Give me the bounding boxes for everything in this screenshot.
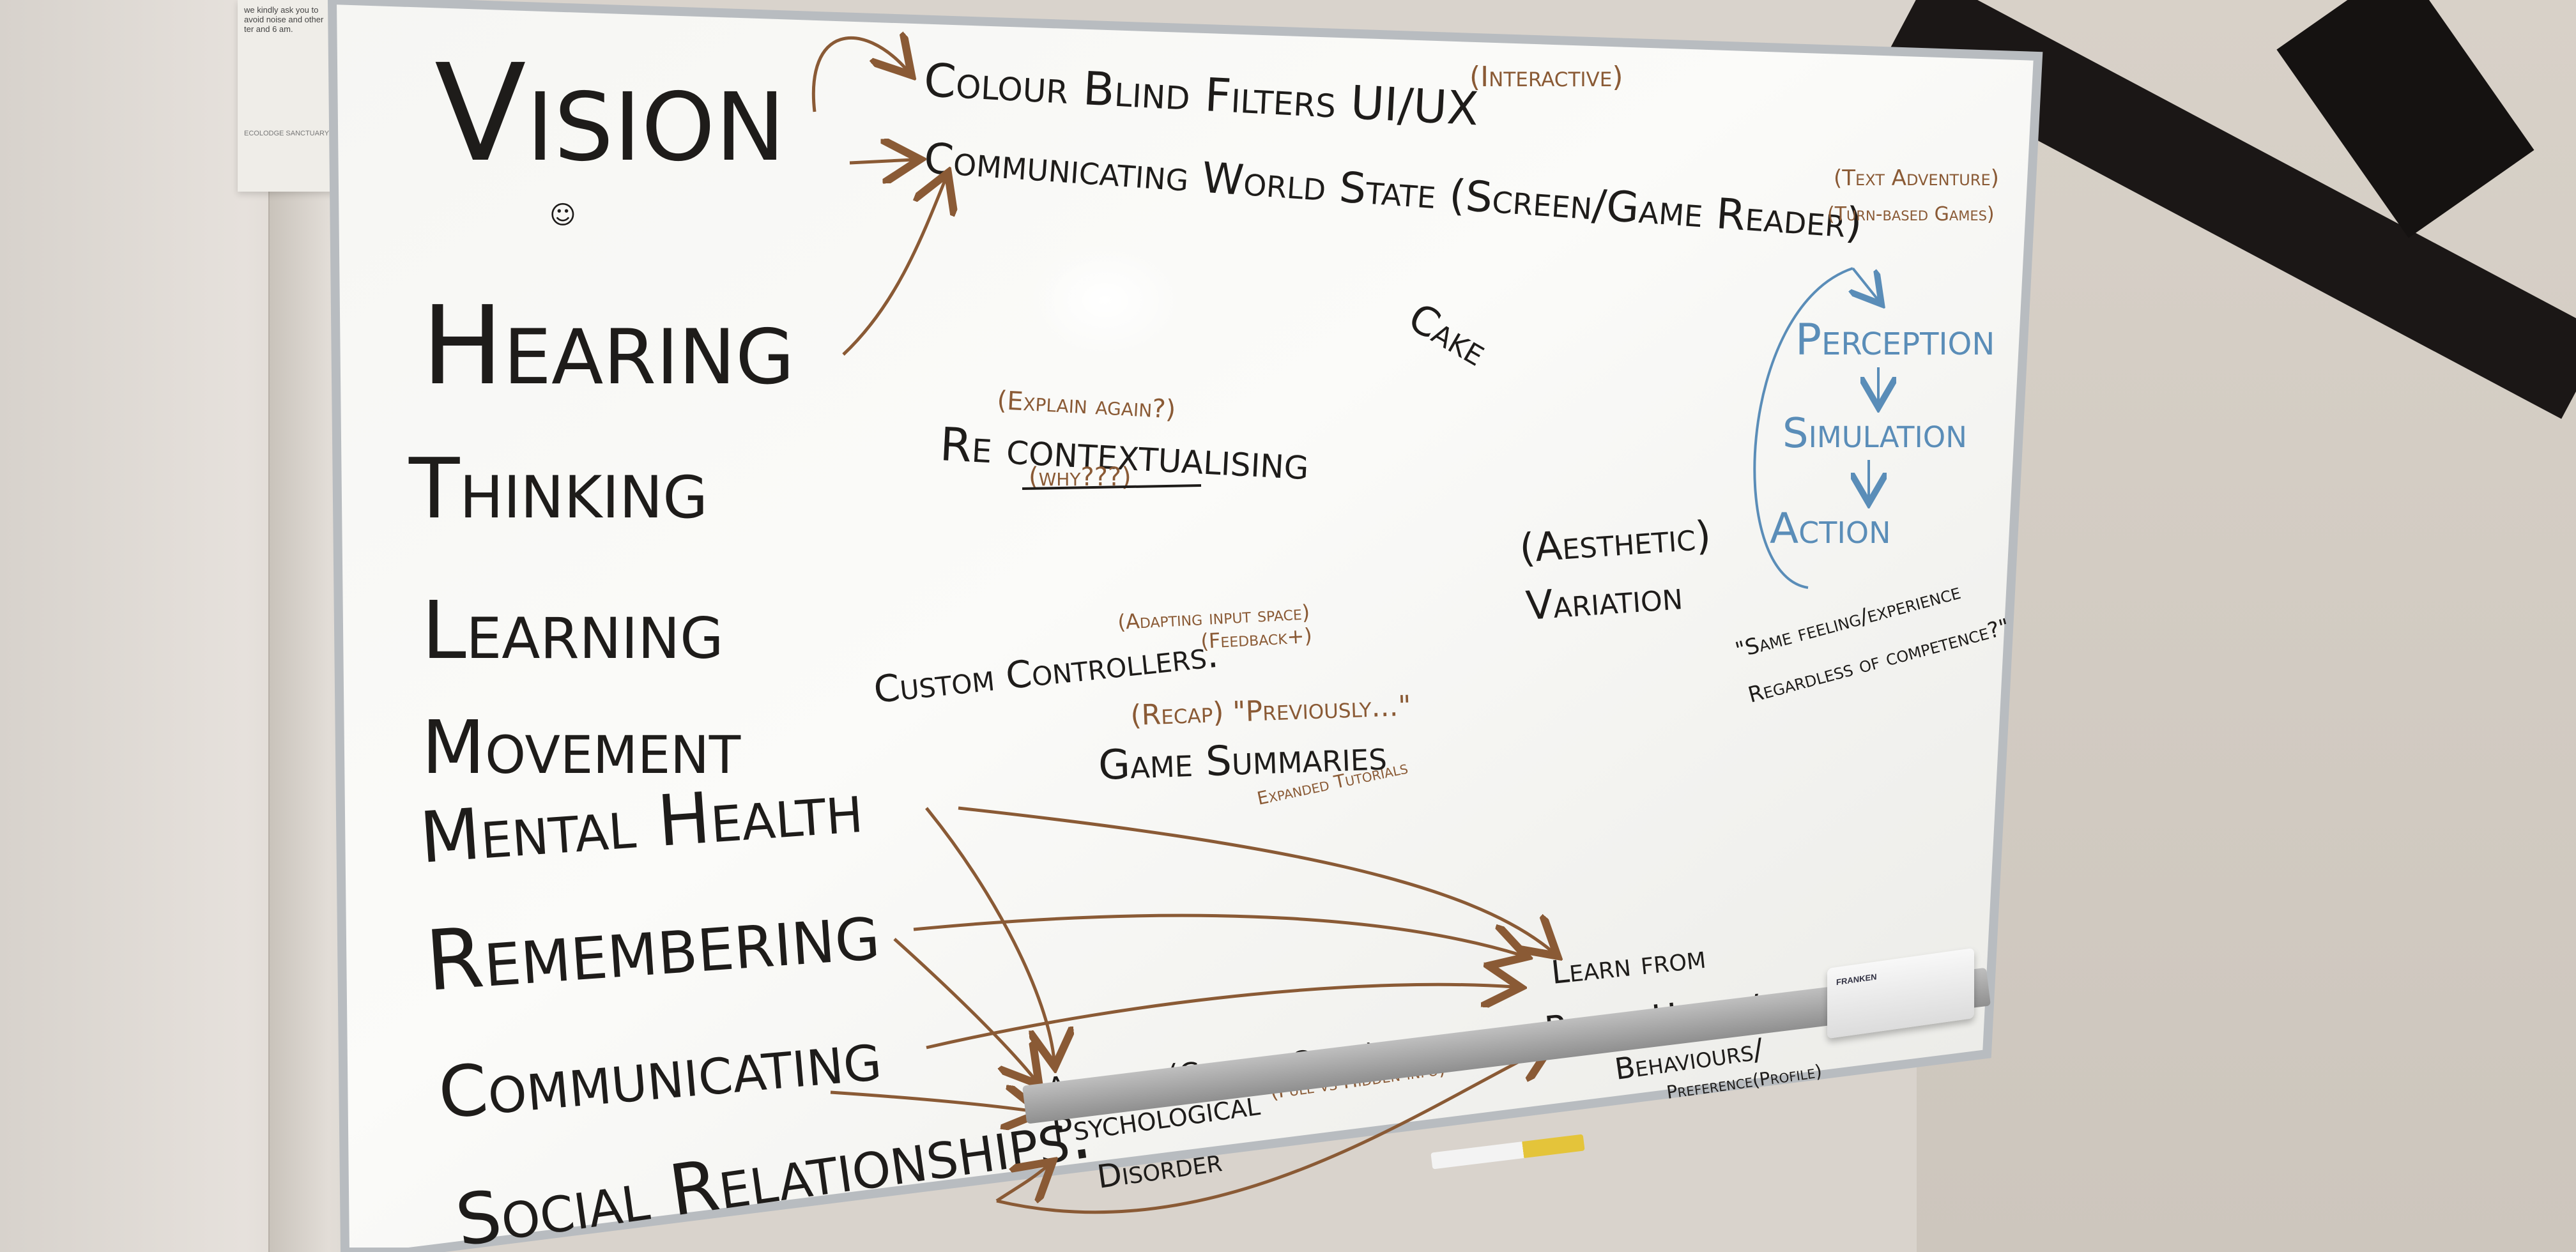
- arrow-mental-learn: [958, 806, 1552, 952]
- arrow-vision-world: [849, 160, 914, 163]
- category-hearing: Hearing: [422, 283, 794, 409]
- feedback-note: (Feedback+): [1200, 623, 1312, 653]
- variation-note: Variation: [1524, 572, 1684, 629]
- category-learning: Learning: [422, 584, 723, 677]
- arrow-remember-adapt: [893, 938, 1035, 1080]
- notice-line: ter and 6 am.: [244, 24, 293, 34]
- smiley-doodle: ☺: [549, 201, 576, 230]
- turn-based-note: (Turn-based Games): [1827, 203, 1995, 225]
- eraser-brand-label: FRANKEN: [1836, 972, 1877, 988]
- board-surface: [327, 0, 2043, 1252]
- notice-footer: ECOLODGE SANCTUARY: [244, 130, 330, 137]
- action-label: Action: [1770, 504, 1891, 553]
- perception-loop-curve: [1753, 267, 1853, 589]
- light-glare: [1029, 243, 1182, 358]
- arrow-hearing-world: [842, 179, 946, 356]
- perception-label: Perception: [1795, 315, 1995, 365]
- arrow-comm-adapt: [830, 1092, 1035, 1111]
- category-movement: Movement: [422, 705, 741, 791]
- arrow-social-learn: [996, 1048, 1546, 1214]
- game-summaries: Game Summaries: [1098, 732, 1388, 790]
- category-vision: Vision: [434, 35, 785, 192]
- arrow-comm-learn: [926, 984, 1514, 1050]
- text-adventure-note: (Text Adventure): [1834, 165, 1999, 191]
- arrow-remember-learn: [913, 913, 1521, 955]
- notice-line: we kindly ask you to: [244, 5, 319, 15]
- category-thinking: Thinking: [408, 440, 708, 537]
- arrow-vision-colour: [811, 38, 907, 112]
- perception-loop-arrow: [1853, 267, 1878, 300]
- arrow-social-adapt: [995, 1166, 1048, 1201]
- notice-line: avoid noise and other: [244, 15, 324, 24]
- arrow-mental-adapt: [925, 807, 1054, 1060]
- interactive-note: (Interactive): [1469, 61, 1623, 93]
- why-underline: [1022, 484, 1202, 490]
- simulation-label: Simulation: [1782, 410, 1967, 457]
